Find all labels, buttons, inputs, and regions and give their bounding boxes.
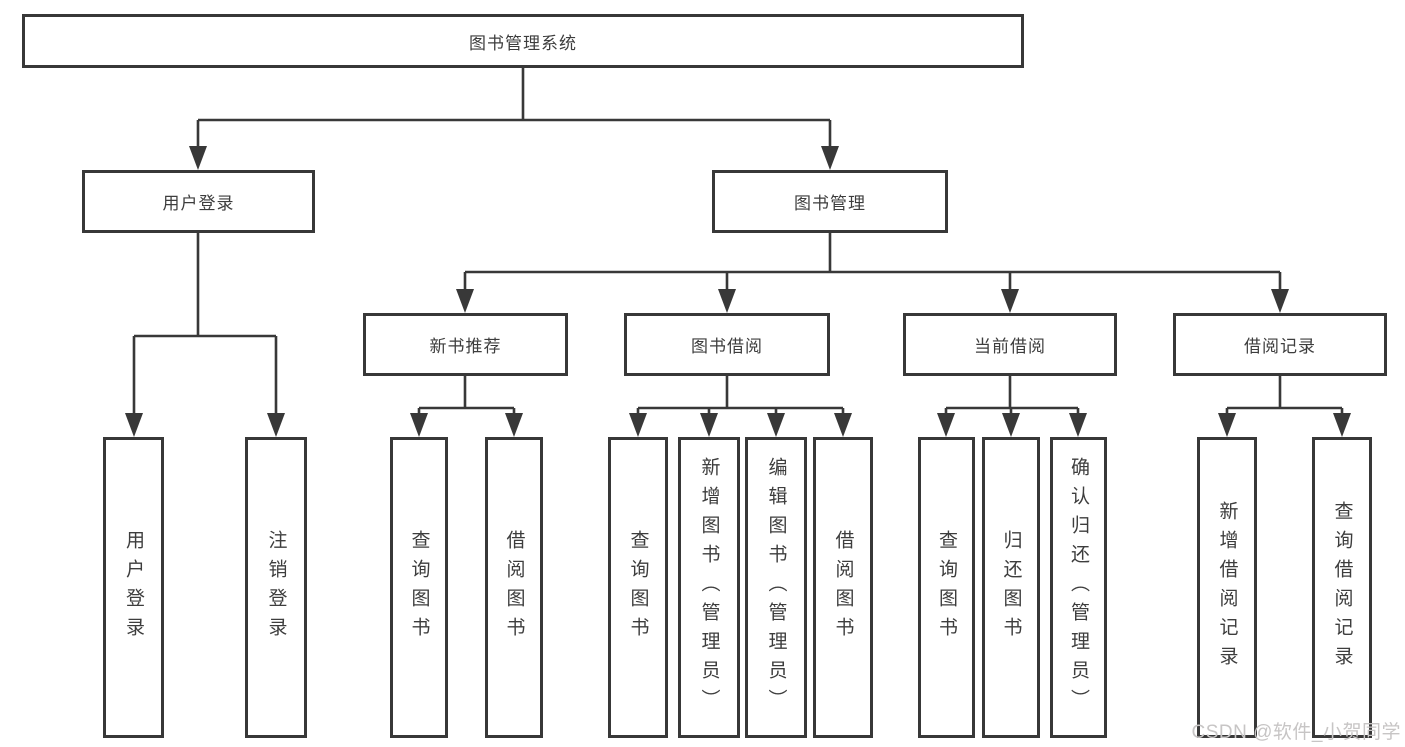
node-library-management-system: 图书管理系统 xyxy=(22,14,1024,68)
leaf-label: 查询图书 xyxy=(936,529,957,646)
leaf-return-book: 归还图书 xyxy=(982,437,1040,738)
leaf-edit-book-admin: 编辑图书（管理员） xyxy=(745,437,807,738)
leaf-label: 用户登录 xyxy=(123,529,144,646)
node-book-management: 图书管理 xyxy=(712,170,948,233)
node-book-borrow: 图书借阅 xyxy=(624,313,830,376)
leaf-user-login: 用户登录 xyxy=(103,437,164,738)
leaf-add-borrow-record: 新增借阅记录 xyxy=(1197,437,1257,738)
leaf-query-books: 查询图书 xyxy=(918,437,975,738)
leaf-query-books: 查询图书 xyxy=(390,437,448,738)
leaf-label: 查询图书 xyxy=(408,529,430,646)
leaf-query-borrow-record: 查询借阅记录 xyxy=(1312,437,1372,738)
leaf-label: 归还图书 xyxy=(1000,529,1022,646)
leaf-borrow-book: 借阅图书 xyxy=(813,437,873,738)
leaf-label: 确认归还（管理员） xyxy=(1068,457,1089,718)
leaf-confirm-return-admin: 确认归还（管理员） xyxy=(1050,437,1107,738)
leaf-label: 查询借阅记录 xyxy=(1331,500,1353,675)
node-current-borrow: 当前借阅 xyxy=(903,313,1117,376)
leaf-label: 新增图书（管理员） xyxy=(698,457,720,718)
node-borrow-records: 借阅记录 xyxy=(1173,313,1387,376)
leaf-label: 借阅图书 xyxy=(503,529,525,646)
node-new-book-recommend: 新书推荐 xyxy=(363,313,568,376)
leaf-logout: 注销登录 xyxy=(245,437,307,738)
leaf-add-book-admin: 新增图书（管理员） xyxy=(678,437,740,738)
watermark: CSDN @软件_小贺同学 xyxy=(1191,722,1401,743)
leaf-query-books: 查询图书 xyxy=(608,437,668,738)
node-user-login: 用户登录 xyxy=(82,170,315,233)
leaf-label: 注销登录 xyxy=(265,529,287,646)
leaf-label: 查询图书 xyxy=(627,529,649,646)
leaf-borrow-book: 借阅图书 xyxy=(485,437,543,738)
leaf-label: 编辑图书（管理员） xyxy=(765,457,787,718)
leaf-label: 借阅图书 xyxy=(832,529,854,646)
leaf-label: 新增借阅记录 xyxy=(1216,500,1238,675)
